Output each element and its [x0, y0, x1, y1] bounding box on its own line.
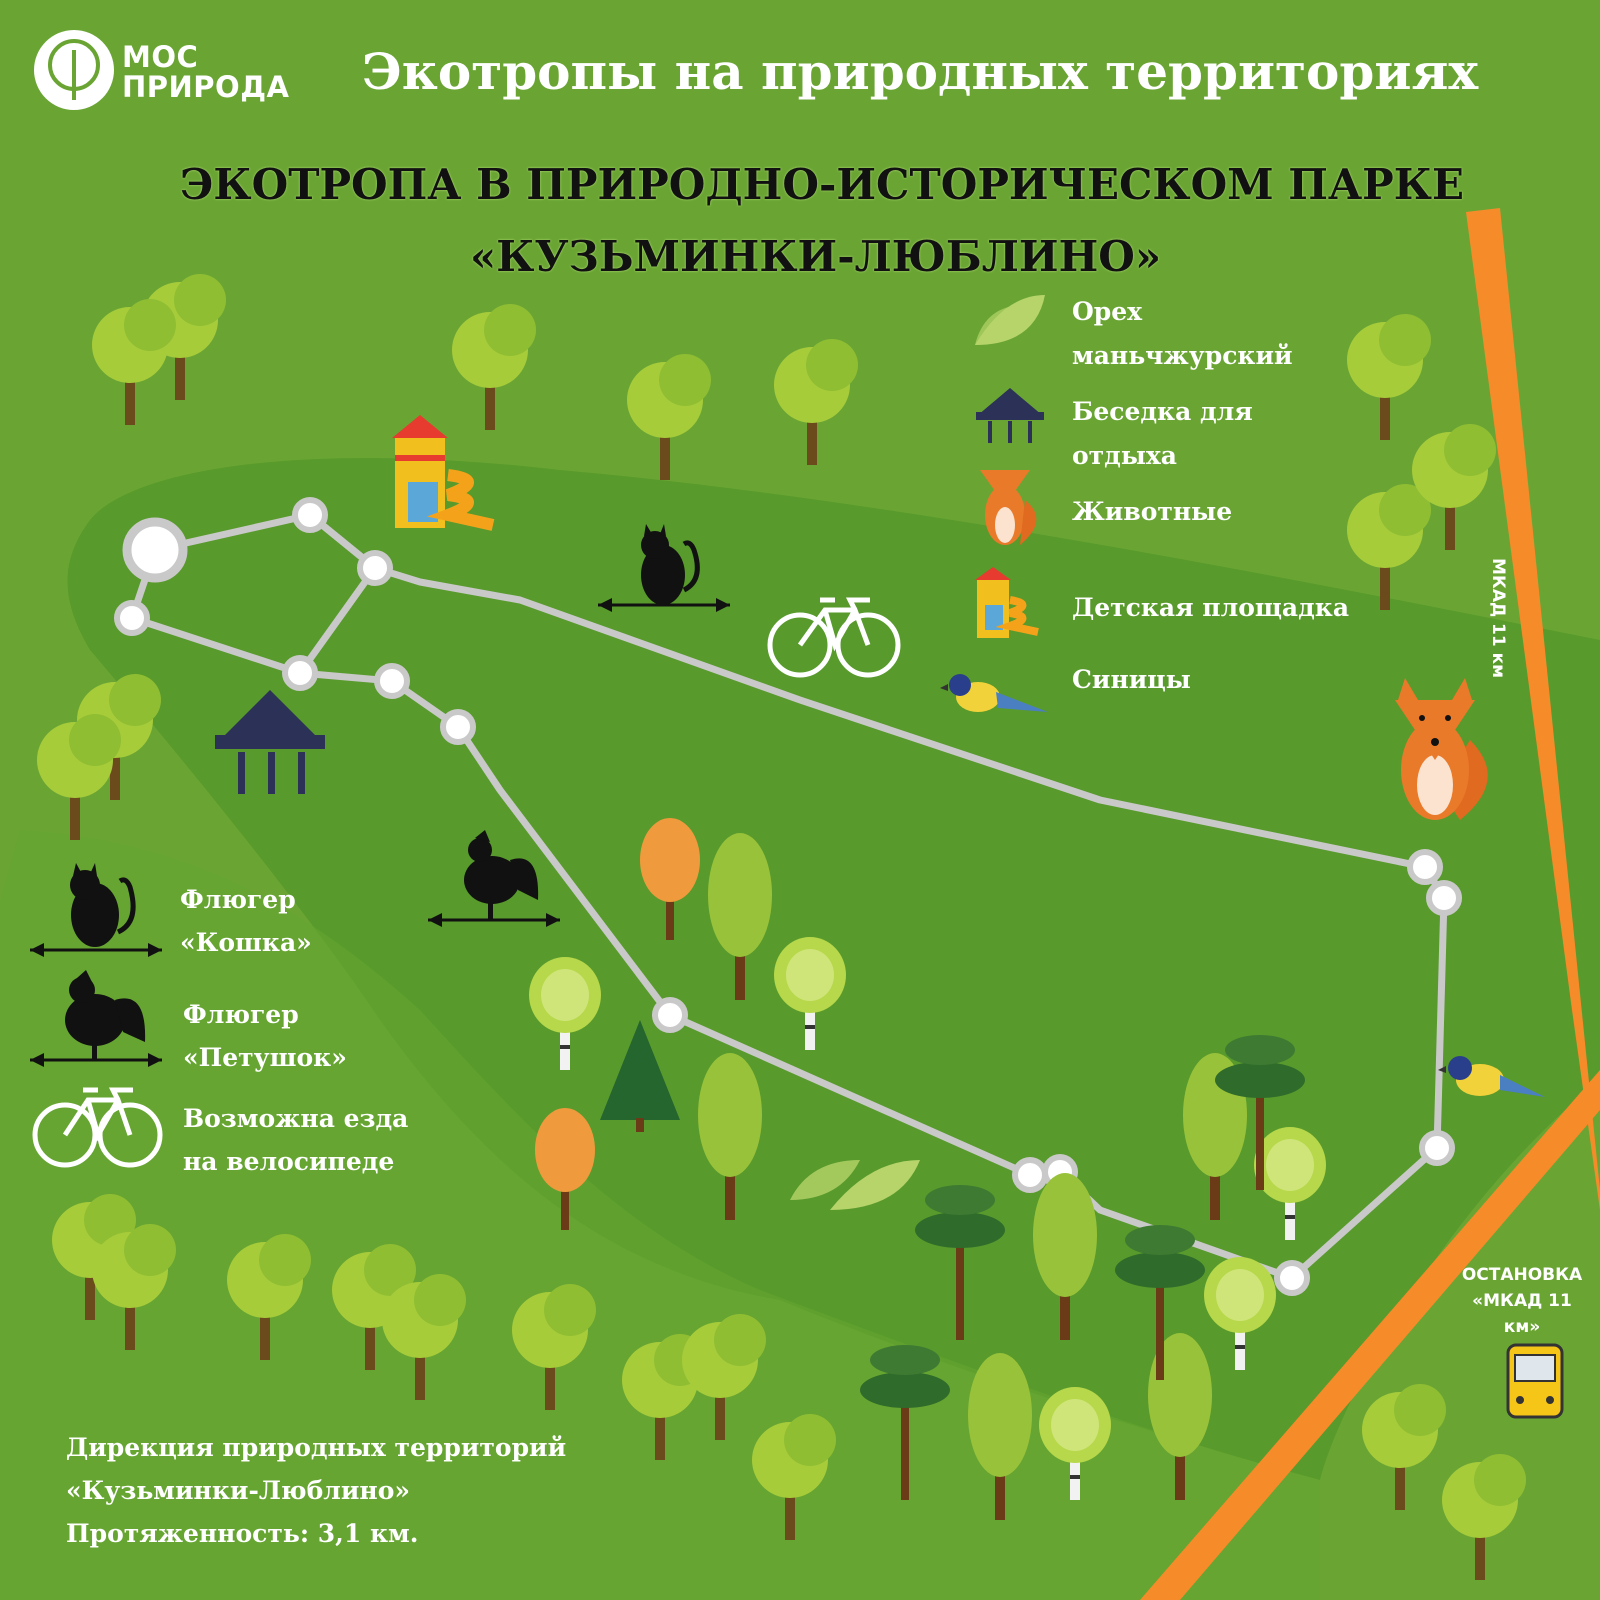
legend-item-bicycle: Возможна езда на велосипеде — [183, 1097, 408, 1183]
legend-label: маньчжурский — [1072, 341, 1293, 370]
fox-icon — [1395, 678, 1488, 820]
logo-line2: ПРИРОДА — [122, 70, 290, 104]
map-subtitle-line1: ЭКОТРОПА В ПРИРОДНО-ИСТОРИЧЕСКОМ ПАРКЕ — [180, 160, 1464, 209]
bicycle-icon — [32, 1087, 163, 1168]
logo-icon — [34, 30, 114, 110]
legend-label: на велосипеде — [183, 1147, 395, 1176]
gazebo-icon — [976, 388, 1044, 443]
legend-right-icons — [940, 295, 1048, 712]
legend-item-walnut: Орех маньчжурский — [1072, 290, 1293, 378]
map-subtitle-line2: «КУЗЬМИНКИ-ЛЮБЛИНО» — [470, 232, 1162, 281]
trail-waypoints — [114, 497, 1462, 1296]
logo-line1: МОС — [122, 40, 199, 74]
legend-label: Возможна езда — [183, 1104, 409, 1133]
logo-text: МОС ПРИРОДА — [122, 42, 289, 102]
footer-directorate: Дирекция природных территорий — [66, 1433, 567, 1462]
legend-label: Флюгер — [180, 885, 296, 914]
legend-item-playground: Детская площадка — [1072, 593, 1350, 622]
footer-length: Протяженность: 3,1 км. — [66, 1519, 419, 1548]
leaf-icon — [975, 295, 1045, 345]
rooster-weathervane-icon — [30, 970, 162, 1067]
rooster-weathervane-icon — [428, 830, 560, 927]
legend-item-animals: Животные — [1072, 497, 1233, 526]
bus-stop-line2: «МКАД 11 км» — [1472, 1291, 1572, 1337]
legend-item-rooster-vane: Флюгер «Петушок» — [183, 993, 347, 1079]
road-label: МКАД 11 км — [1488, 558, 1508, 679]
bus-stop-line1: ОСТАНОВКА — [1461, 1265, 1583, 1285]
legend-label: Орех — [1072, 297, 1143, 326]
titmouse-icon — [1438, 1056, 1545, 1097]
bus-icon — [1506, 1343, 1564, 1419]
bicycle-icon — [767, 597, 901, 678]
legend-item-gazebo: Беседка для отдыха — [1072, 390, 1253, 478]
legend-label: отдыха — [1072, 441, 1177, 470]
footer-info: Дирекция природных территорий «Кузьминки… — [66, 1426, 566, 1555]
playground-icon — [392, 415, 495, 531]
playground-icon — [975, 567, 1039, 638]
legend-label: «Петушок» — [183, 1043, 347, 1072]
leaf-icon — [790, 1160, 920, 1210]
cat-weathervane-icon — [598, 524, 730, 612]
cat-weathervane-icon — [30, 863, 162, 957]
legend-label: Беседка для — [1072, 397, 1253, 426]
legend-label: Флюгер — [183, 1000, 299, 1029]
bus-stop-label: ОСТАНОВКА «МКАД 11 км» — [1452, 1262, 1592, 1340]
titmouse-icon — [940, 674, 1048, 712]
legend-item-titmice: Синицы — [1072, 665, 1191, 694]
legend-label: «Кошка» — [180, 928, 312, 957]
footer-park-name: «Кузьминки-Люблино» — [66, 1476, 411, 1505]
legend-left-icons — [30, 863, 163, 1168]
page-title: Экотропы на природных территориях — [362, 42, 1479, 101]
fox-icon — [980, 470, 1037, 545]
access-road — [1140, 1070, 1600, 1600]
trees — [37, 274, 1526, 1580]
legend-item-cat-vane: Флюгер «Кошка» — [180, 878, 312, 964]
mkad-road — [1466, 208, 1600, 1210]
gazebo-icon — [215, 690, 325, 794]
